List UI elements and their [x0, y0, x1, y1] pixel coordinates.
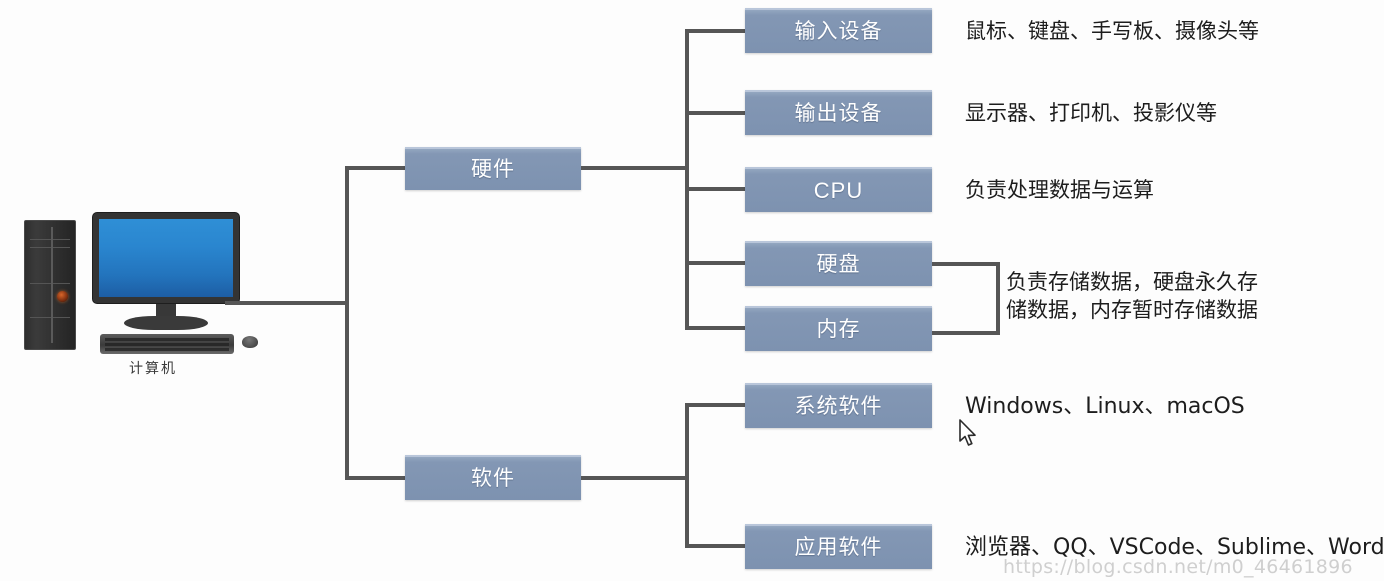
software-to-spine-line: [581, 476, 689, 480]
hardware-to-spine-line: [581, 166, 689, 170]
mouse-icon: [242, 336, 258, 348]
node-system-software-label: 系统软件: [794, 395, 883, 418]
branch-line-input-device: [685, 29, 747, 33]
desc-storage-group: 负责存储数据，硬盘永久存 储数据，内存暂时存储数据: [1006, 270, 1258, 323]
mouse-cursor-icon: [959, 419, 976, 446]
node-cpu-label: CPU: [813, 177, 864, 203]
node-memory[interactable]: 内存: [745, 306, 932, 351]
desc-output-device: 显示器、打印机、投影仪等: [965, 101, 1217, 125]
node-hardware-label: 硬件: [471, 158, 515, 181]
node-software[interactable]: 软件: [405, 455, 581, 500]
node-cpu[interactable]: CPU: [745, 167, 932, 212]
node-hard-disk-label: 硬盘: [816, 253, 861, 276]
watermark-text: https://blog.csdn.net/m0_46461896: [1003, 556, 1353, 578]
branch-line-output-device: [685, 111, 747, 115]
pc-tower-icon: [24, 220, 76, 350]
storage-bracket-top-line: [932, 262, 1000, 266]
node-software-label: 软件: [471, 467, 515, 490]
node-output-device-label: 输出设备: [794, 102, 883, 125]
branch-line-system-software: [685, 403, 747, 407]
desc-cpu: 负责处理数据与运算: [965, 178, 1154, 202]
node-hard-disk[interactable]: 硬盘: [745, 241, 932, 286]
monitor-screen: [99, 219, 233, 297]
desc-system-software: Windows、Linux、macOS: [965, 394, 1245, 419]
hardware-branch-spine: [685, 29, 689, 330]
node-application-software[interactable]: 应用软件: [745, 524, 932, 569]
monitor-icon: [92, 212, 240, 304]
desc-input-device: 鼠标、键盘、手写板、摄像头等: [965, 19, 1259, 43]
computer-illustration: 计算机: [18, 212, 258, 377]
storage-bracket-vertical-line: [996, 262, 1000, 335]
computer-label: 计算机: [129, 361, 177, 377]
branch-line-application-software: [685, 544, 747, 548]
node-application-software-label: 应用软件: [794, 536, 883, 559]
node-system-software[interactable]: 系统软件: [745, 383, 932, 428]
desc-application-software: 浏览器、QQ、VSCode、Sublime、Word: [965, 535, 1384, 560]
keyboard-icon: [100, 334, 234, 354]
branch-line-memory: [685, 326, 747, 330]
branch-line-hard-disk: [685, 261, 747, 265]
trunk-vertical-spine: [345, 166, 349, 480]
trunk-horizontal-line: [225, 301, 349, 305]
node-input-device-label: 输入设备: [794, 20, 883, 43]
software-branch-spine: [685, 403, 689, 547]
branch-line-cpu: [685, 187, 747, 191]
node-output-device[interactable]: 输出设备: [745, 90, 932, 135]
trunk-to-software-line: [345, 476, 407, 480]
monitor-stand-base: [124, 316, 208, 330]
power-button-icon: [57, 291, 68, 302]
node-memory-label: 内存: [816, 318, 861, 341]
trunk-to-hardware-line: [345, 166, 407, 170]
node-hardware[interactable]: 硬件: [405, 147, 581, 190]
node-input-device[interactable]: 输入设备: [745, 8, 932, 53]
storage-bracket-bottom-line: [932, 331, 1000, 335]
